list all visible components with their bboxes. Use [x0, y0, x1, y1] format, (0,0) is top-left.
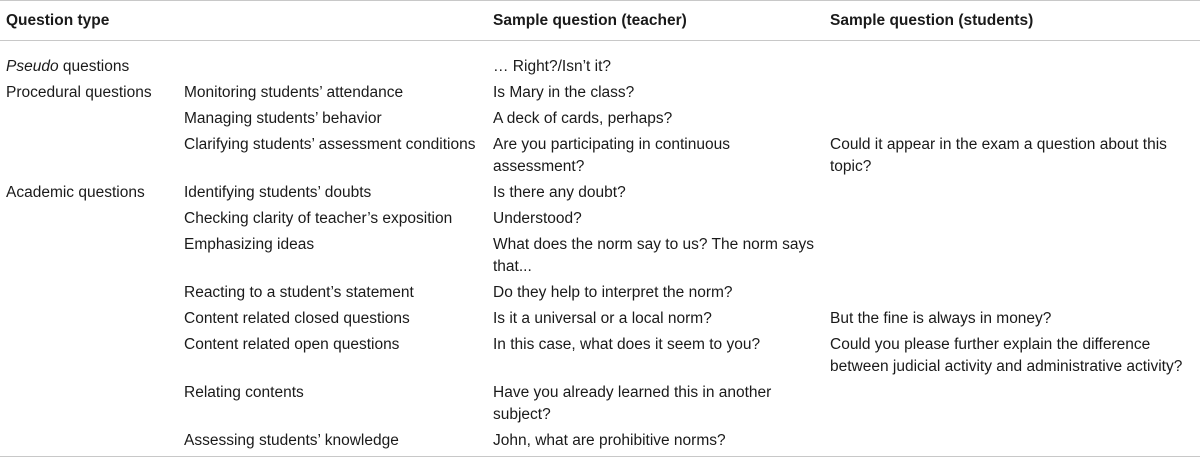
table-body: Pseudo questions … Right?/Isn’t it? Proc… [0, 41, 1200, 457]
cell-question-type-emphasis: Pseudo [6, 58, 59, 75]
table-row: Pseudo questions … Right?/Isn’t it? [0, 41, 1200, 81]
cell-question-type [0, 232, 178, 280]
cell-student-question [824, 80, 1200, 106]
cell-student-question [824, 380, 1200, 428]
table-row: Procedural questions Monitoring students… [0, 80, 1200, 106]
table-row: Checking clarity of teacher’s exposition… [0, 206, 1200, 232]
cell-question-type [0, 332, 178, 380]
table-row: Relating contents Have you already learn… [0, 380, 1200, 428]
cell-teacher-question: Do they help to interpret the norm? [493, 284, 733, 301]
table-row: Reacting to a student’s statement Do the… [0, 280, 1200, 306]
cell-subtype: Managing students’ behavior [184, 110, 382, 127]
cell-subtype: Emphasizing ideas [184, 236, 315, 253]
header-subtype [178, 0, 487, 41]
cell-question-type: Academic questions [6, 184, 145, 201]
cell-question-type [0, 106, 178, 132]
cell-teacher-question: … Right?/Isn’t it? [493, 58, 612, 75]
cell-subtype [178, 41, 487, 81]
cell-teacher-question: Is there any doubt? [493, 184, 626, 201]
header-question-type: Question type [0, 0, 178, 41]
cell-student-question [824, 428, 1200, 457]
cell-student-question: But the fine is always in money? [830, 310, 1052, 327]
cell-subtype: Content related closed questions [184, 310, 410, 327]
cell-teacher-question: Are you participating in continuous asse… [493, 136, 730, 175]
cell-student-question [824, 206, 1200, 232]
cell-teacher-question: What does the norm say to us? The norm s… [493, 236, 815, 275]
cell-subtype: Assessing students’ knowledge [178, 428, 487, 457]
table-row: Academic questions Identifying students’… [0, 180, 1200, 206]
cell-question-type [0, 206, 178, 232]
cell-question-type [0, 306, 178, 332]
cell-question-type [0, 132, 178, 180]
cell-student-question [824, 180, 1200, 206]
cell-teacher-question: In this case, what does it seem to you? [493, 336, 761, 353]
cell-teacher-question: Understood? [493, 210, 582, 227]
cell-subtype: Relating contents [184, 384, 304, 401]
cell-subtype: Reacting to a student’s statement [184, 284, 414, 301]
cell-student-question [824, 106, 1200, 132]
cell-teacher-question: John, what are prohibitive norms? [487, 428, 824, 457]
cell-subtype: Checking clarity of teacher’s exposition [184, 210, 453, 227]
header-sample-teacher: Sample question (teacher) [487, 0, 824, 41]
cell-student-question: Could it appear in the exam a question a… [830, 136, 1167, 175]
cell-question-type-rest: questions [58, 58, 130, 75]
cell-student-question: Could you please further explain the dif… [830, 336, 1183, 375]
cell-subtype: Monitoring students’ attendance [184, 84, 404, 101]
header-sample-students: Sample question (students) [824, 0, 1200, 41]
cell-subtype: Content related open questions [184, 336, 400, 353]
cell-subtype: Identifying students’ doubts [184, 184, 372, 201]
cell-question-type [0, 428, 178, 457]
cell-teacher-question: Is it a universal or a local norm? [493, 310, 712, 327]
cell-question-type: Procedural questions [6, 84, 152, 101]
table-row: Content related open questions In this c… [0, 332, 1200, 380]
cell-question-type [0, 380, 178, 428]
cell-teacher-question: Is Mary in the class? [493, 84, 635, 101]
header-row: Question type Sample question (teacher) … [0, 0, 1200, 41]
cell-teacher-question: A deck of cards, perhaps? [493, 110, 673, 127]
cell-question-type: Pseudo questions [0, 41, 178, 81]
table-row: Assessing students’ knowledge John, what… [0, 428, 1200, 457]
table-header: Question type Sample question (teacher) … [0, 0, 1200, 41]
table-row: Emphasizing ideas What does the norm say… [0, 232, 1200, 280]
cell-student-question [824, 232, 1200, 280]
table-row: Managing students’ behavior A deck of ca… [0, 106, 1200, 132]
cell-student-question [824, 41, 1200, 81]
cell-subtype: Clarifying students’ assessment conditio… [184, 136, 476, 153]
table-row: Clarifying students’ assessment conditio… [0, 132, 1200, 180]
table-row: Content related closed questions Is it a… [0, 306, 1200, 332]
cell-student-question [824, 280, 1200, 306]
cell-question-type [0, 280, 178, 306]
cell-teacher-question: Have you already learned this in another… [493, 384, 772, 423]
